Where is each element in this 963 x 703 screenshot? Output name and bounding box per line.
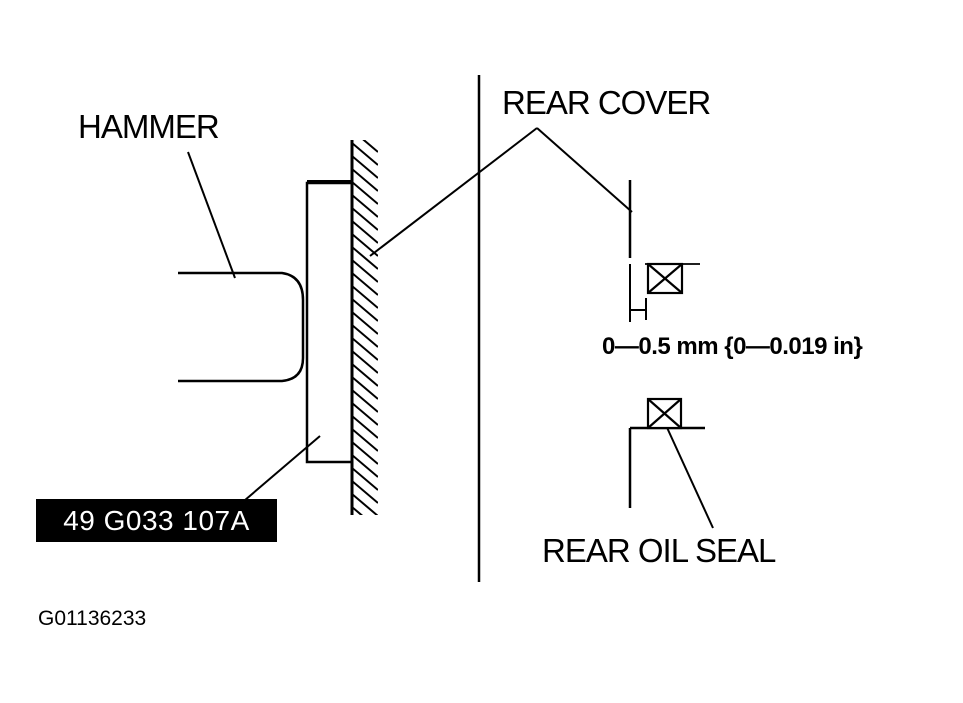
hatch-line [352, 181, 378, 205]
installer-face-hatching [350, 140, 378, 542]
hatch-line [352, 142, 378, 166]
hatch-line [352, 207, 378, 231]
hatch-line [352, 220, 378, 244]
hatch-line [352, 285, 378, 309]
installer-tool-body [305, 181, 352, 464]
hatch-line [352, 363, 378, 387]
installer-tool [305, 180, 352, 464]
tool-number-badge: 49 G033 107A [36, 499, 277, 542]
rear-oil-seal-upper [646, 262, 684, 295]
hammer [178, 271, 305, 383]
hatch-line [352, 428, 378, 452]
hatch-line [352, 350, 378, 374]
hatch-line [352, 506, 364, 515]
rear-oil-seal-label: REAR OIL SEAL [542, 532, 776, 569]
rear-oil-seal-leader [663, 420, 714, 529]
hatch-line [352, 493, 378, 515]
hatch-line [352, 376, 378, 400]
hatch-line [362, 140, 378, 153]
hatch-line [352, 402, 378, 426]
hatch-line [352, 311, 378, 335]
hatch-line [352, 337, 378, 361]
hatch-line [352, 272, 378, 296]
hatch-line [352, 389, 378, 413]
hammer-label: HAMMER [78, 108, 220, 145]
hammer-head-outline [178, 271, 305, 383]
hatch-line [352, 259, 378, 283]
rear-cover-leader-right [536, 127, 633, 213]
hatch-line [352, 454, 378, 478]
clearance-label: 0—0.5 mm {0—0.019 in} [602, 333, 863, 360]
hatch-line [352, 441, 378, 465]
hatch-line [352, 520, 378, 542]
leader-lines [187, 127, 714, 529]
hatch-line [352, 168, 378, 192]
hatch-line [352, 415, 378, 439]
hammer-leader [187, 151, 236, 279]
rear-cover-label: REAR COVER [502, 84, 711, 121]
clearance-dimension [629, 264, 647, 322]
figure-id: G01136233 [38, 607, 147, 630]
hatch-line [352, 246, 378, 270]
rear-cover-leader-left [369, 127, 538, 257]
hatch-line [352, 467, 378, 491]
hatch-line [352, 480, 378, 504]
hatch-line [352, 155, 378, 179]
hatch-line [352, 194, 378, 218]
hatch-line [352, 298, 378, 322]
rear-oil-seal-lower [646, 397, 683, 430]
hatch-line [352, 324, 378, 348]
